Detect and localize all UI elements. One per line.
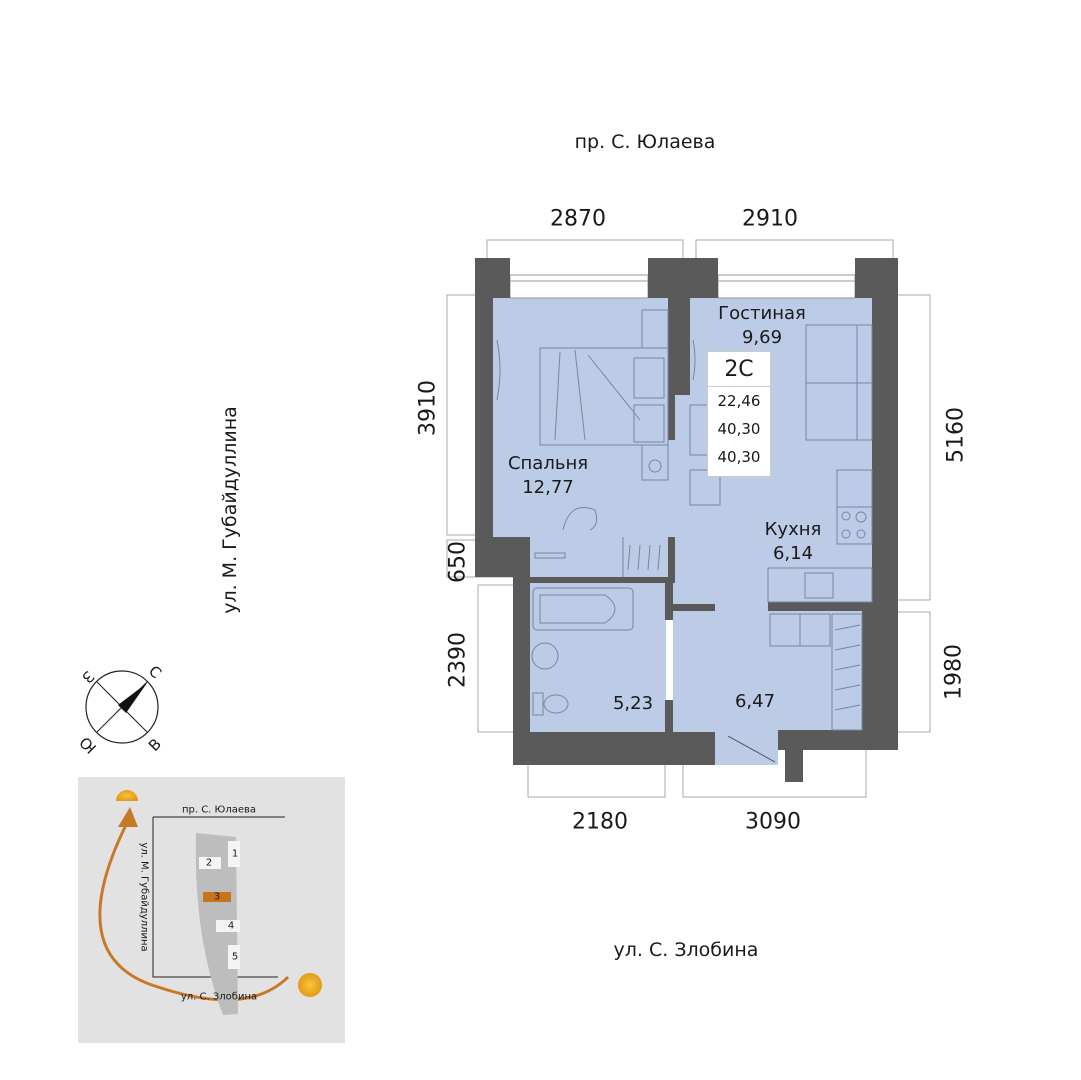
furniture bbox=[496, 309, 873, 763]
section-1: 1 bbox=[231, 848, 239, 860]
room-living: Гостиная 9,69 bbox=[718, 302, 806, 350]
apartment-summary-card: 2С 22,46 40,30 40,30 bbox=[707, 351, 771, 477]
site-map: пр. С. Юлаева ул. С. Злобина ул. М. Губа… bbox=[78, 777, 345, 1043]
toilet bbox=[543, 694, 569, 714]
site-map-street-bottom: ул. С. Злобина bbox=[180, 991, 258, 1003]
room-name: Спальня bbox=[507, 453, 589, 474]
stove bbox=[836, 506, 873, 545]
site-map-street-top: пр. С. Юлаева bbox=[181, 804, 257, 816]
sunset-icon bbox=[116, 790, 138, 801]
site-map-street-left: ул. М. Губайдуллина bbox=[138, 842, 150, 952]
dimension-top-right: 2910 bbox=[742, 206, 798, 232]
bathtub bbox=[532, 587, 634, 631]
dimension-bottom-right: 3090 bbox=[745, 809, 801, 835]
site-map-graphic bbox=[98, 790, 322, 1015]
room-area: 12,77 bbox=[522, 477, 574, 498]
room-hall-area: 6,47 bbox=[734, 691, 776, 712]
dimension-left-lower: 2390 bbox=[445, 632, 471, 688]
sunrise-icon bbox=[298, 973, 322, 997]
dimension-right-lower: 1980 bbox=[941, 644, 967, 700]
street-top-label: пр. С. Юлаева bbox=[574, 131, 716, 153]
room-name: Кухня bbox=[764, 519, 822, 540]
room-area: 6,14 bbox=[772, 543, 814, 564]
room-kitchen: Кухня 6,14 bbox=[765, 518, 822, 566]
dimension-left-upper: 3910 bbox=[415, 380, 441, 436]
total-area-with-balcony: 40,30 bbox=[717, 448, 761, 466]
sun-path-arrow bbox=[98, 816, 290, 1002]
room-bedroom: Спальня 12,77 bbox=[508, 452, 588, 500]
room-bathroom-area: 5,23 bbox=[612, 693, 654, 714]
living-area: 22,46 bbox=[717, 392, 761, 410]
dimension-top-left: 2870 bbox=[550, 206, 606, 232]
bed bbox=[539, 347, 669, 446]
section-5: 5 bbox=[231, 951, 239, 963]
dimension-bottom-left: 2180 bbox=[572, 809, 628, 835]
washbasin bbox=[531, 642, 559, 670]
room-name: Гостиная bbox=[718, 303, 806, 324]
street-left-label: ул. М. Губайдуллина bbox=[219, 406, 241, 614]
dimension-left-middle: 650 bbox=[445, 541, 471, 583]
highlighted-section bbox=[203, 892, 231, 902]
dimension-right-upper: 5160 bbox=[943, 407, 969, 463]
dimension-lines bbox=[446, 239, 931, 798]
section-3: 3 bbox=[213, 891, 221, 903]
total-area: 40,30 bbox=[717, 420, 761, 438]
street-bottom-label: ул. С. Злобина bbox=[613, 939, 759, 961]
section-4: 4 bbox=[227, 920, 235, 932]
room-area: 9,69 bbox=[741, 327, 783, 348]
apartment-type: 2С bbox=[708, 352, 770, 387]
sink bbox=[804, 572, 834, 599]
section-2: 2 bbox=[205, 857, 213, 869]
walls bbox=[475, 258, 898, 782]
floor-areas bbox=[493, 298, 872, 765]
